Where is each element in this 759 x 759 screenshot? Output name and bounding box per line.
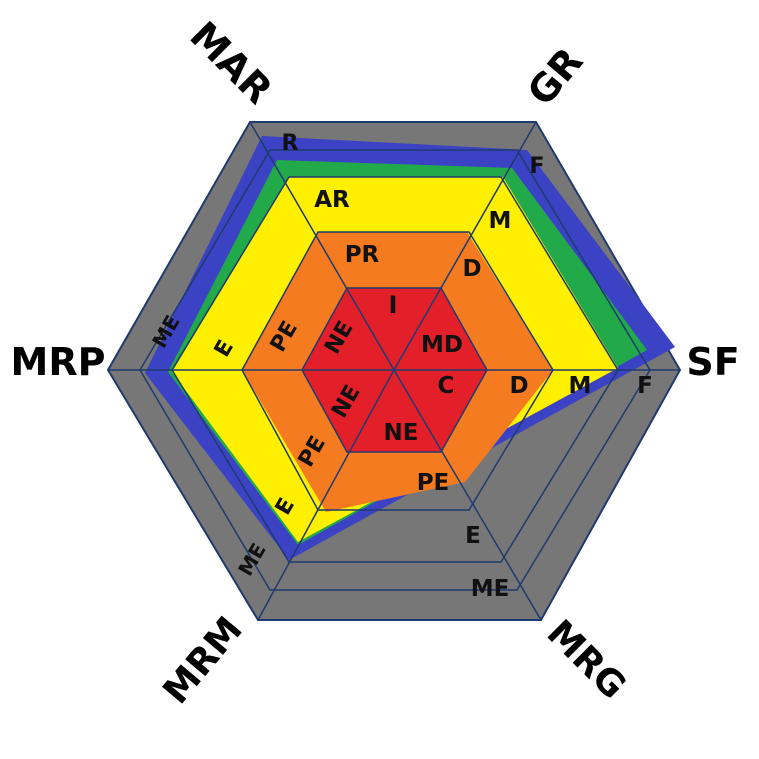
- ring-label-me-bottom: ME: [471, 576, 510, 602]
- axis-label-mrm: MRM: [156, 609, 251, 711]
- ring-label-d-top: D: [462, 256, 481, 282]
- grid-spokes: [108, 121, 680, 621]
- axis-label-gr: GR: [519, 39, 592, 114]
- axis-label-mrg: MRG: [539, 612, 634, 707]
- axis-label-mar: MAR: [182, 13, 281, 112]
- ring-label-m-right: M: [569, 373, 592, 399]
- ring-label-d-right: D: [509, 373, 528, 399]
- ring-label-e-bottom: E: [465, 523, 481, 549]
- ring-label-ne-bottom: NE: [384, 420, 419, 446]
- ring-label-pr: PR: [345, 242, 380, 268]
- ring-label-pe-bottom: PE: [417, 470, 450, 496]
- ring-label-f-top: F: [529, 154, 544, 179]
- ring-label-c: C: [438, 373, 455, 399]
- axis-label-sf: SF: [686, 340, 739, 384]
- ring-label-md: MD: [421, 332, 463, 358]
- ring-label-r: R: [282, 131, 299, 156]
- ring-label-ar: AR: [314, 187, 350, 213]
- ring-label-f-right: F: [637, 373, 653, 399]
- ring-label-m-top: M: [489, 208, 512, 234]
- axis-label-mrp: MRP: [11, 340, 106, 384]
- ring-label-i: I: [389, 291, 398, 319]
